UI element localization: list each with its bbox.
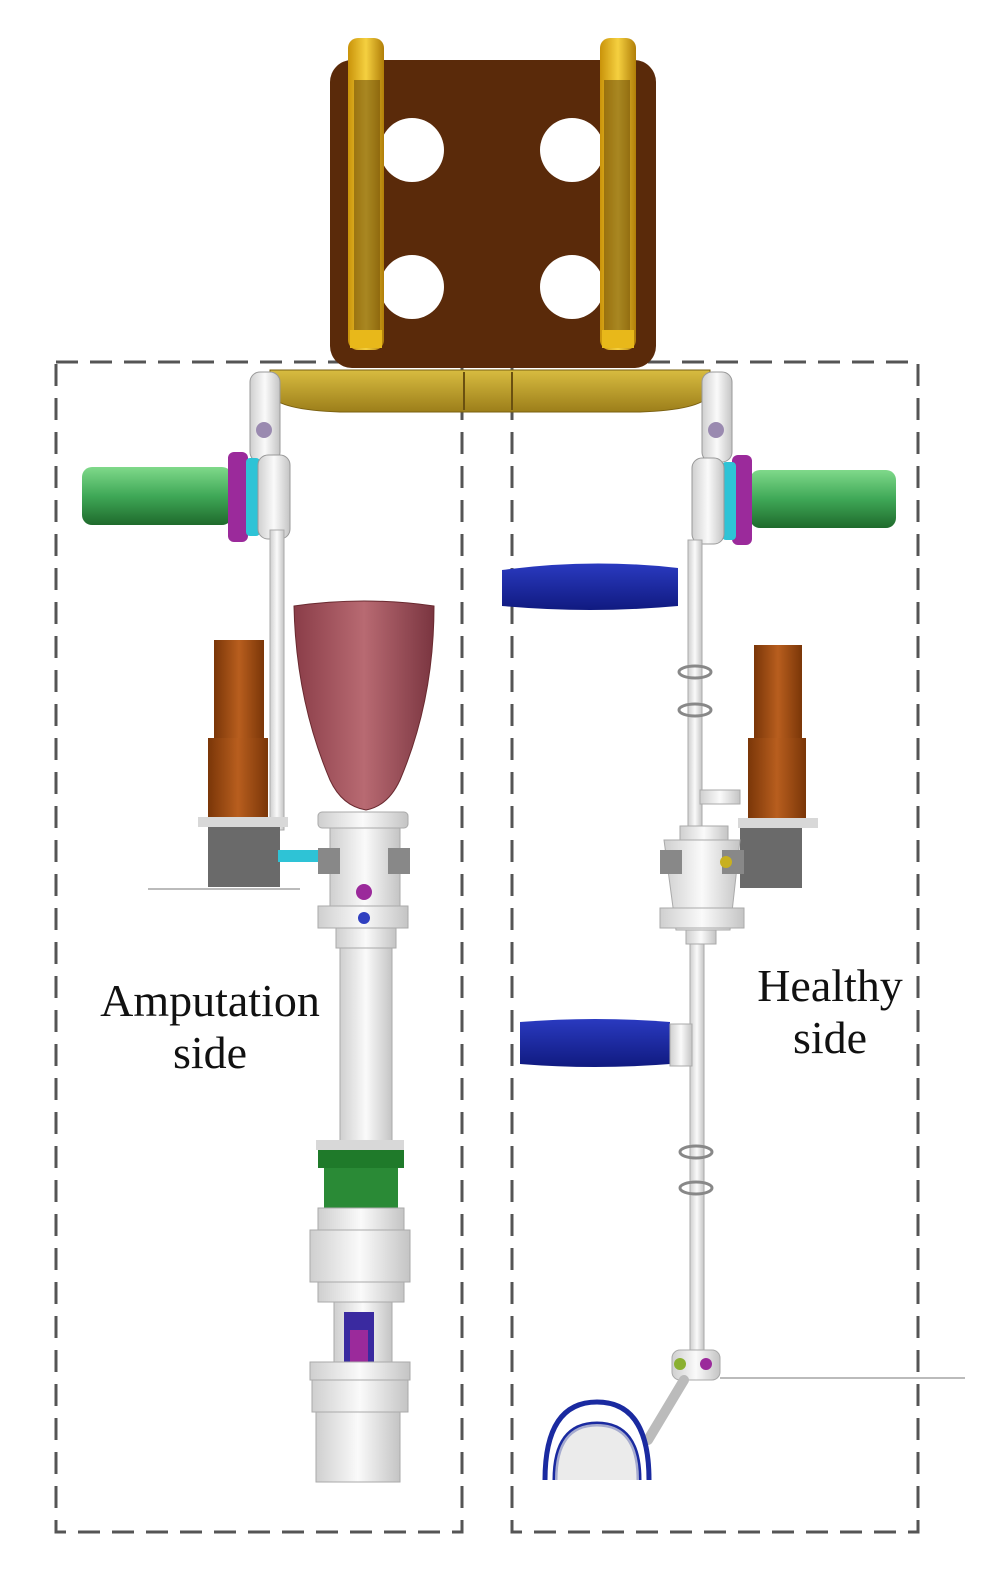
healthy-side-box [510, 360, 920, 1534]
amputation-side-box [54, 360, 464, 1534]
back-frame [330, 38, 656, 368]
left-hip-assembly [82, 371, 291, 831]
amputation-side-label: Amputation side [60, 975, 360, 1079]
healthy-side-label: Healthy side [720, 960, 940, 1064]
prosthetic-shank [309, 947, 411, 1303]
amputation-label-line1: Amputation [100, 975, 320, 1026]
right-shank-binding [520, 1019, 670, 1067]
left-actuator [198, 640, 328, 887]
healthy-label-line2: side [792, 1012, 868, 1063]
prosthetic-socket [293, 600, 435, 811]
healthy-label-line1: Healthy [757, 960, 903, 1011]
right-thigh-binding [502, 563, 678, 610]
prosthetic-ankle [309, 1301, 411, 1483]
pelvis-bar [269, 369, 711, 413]
right-knee-assembly [659, 825, 745, 945]
right-shank [520, 943, 721, 1445]
foot-stirrup [542, 1399, 652, 1481]
prosthetic-knee [317, 811, 410, 949]
right-hip-assembly [677, 371, 896, 831]
right-actuator [738, 645, 818, 888]
amputation-label-line2: side [172, 1027, 248, 1078]
